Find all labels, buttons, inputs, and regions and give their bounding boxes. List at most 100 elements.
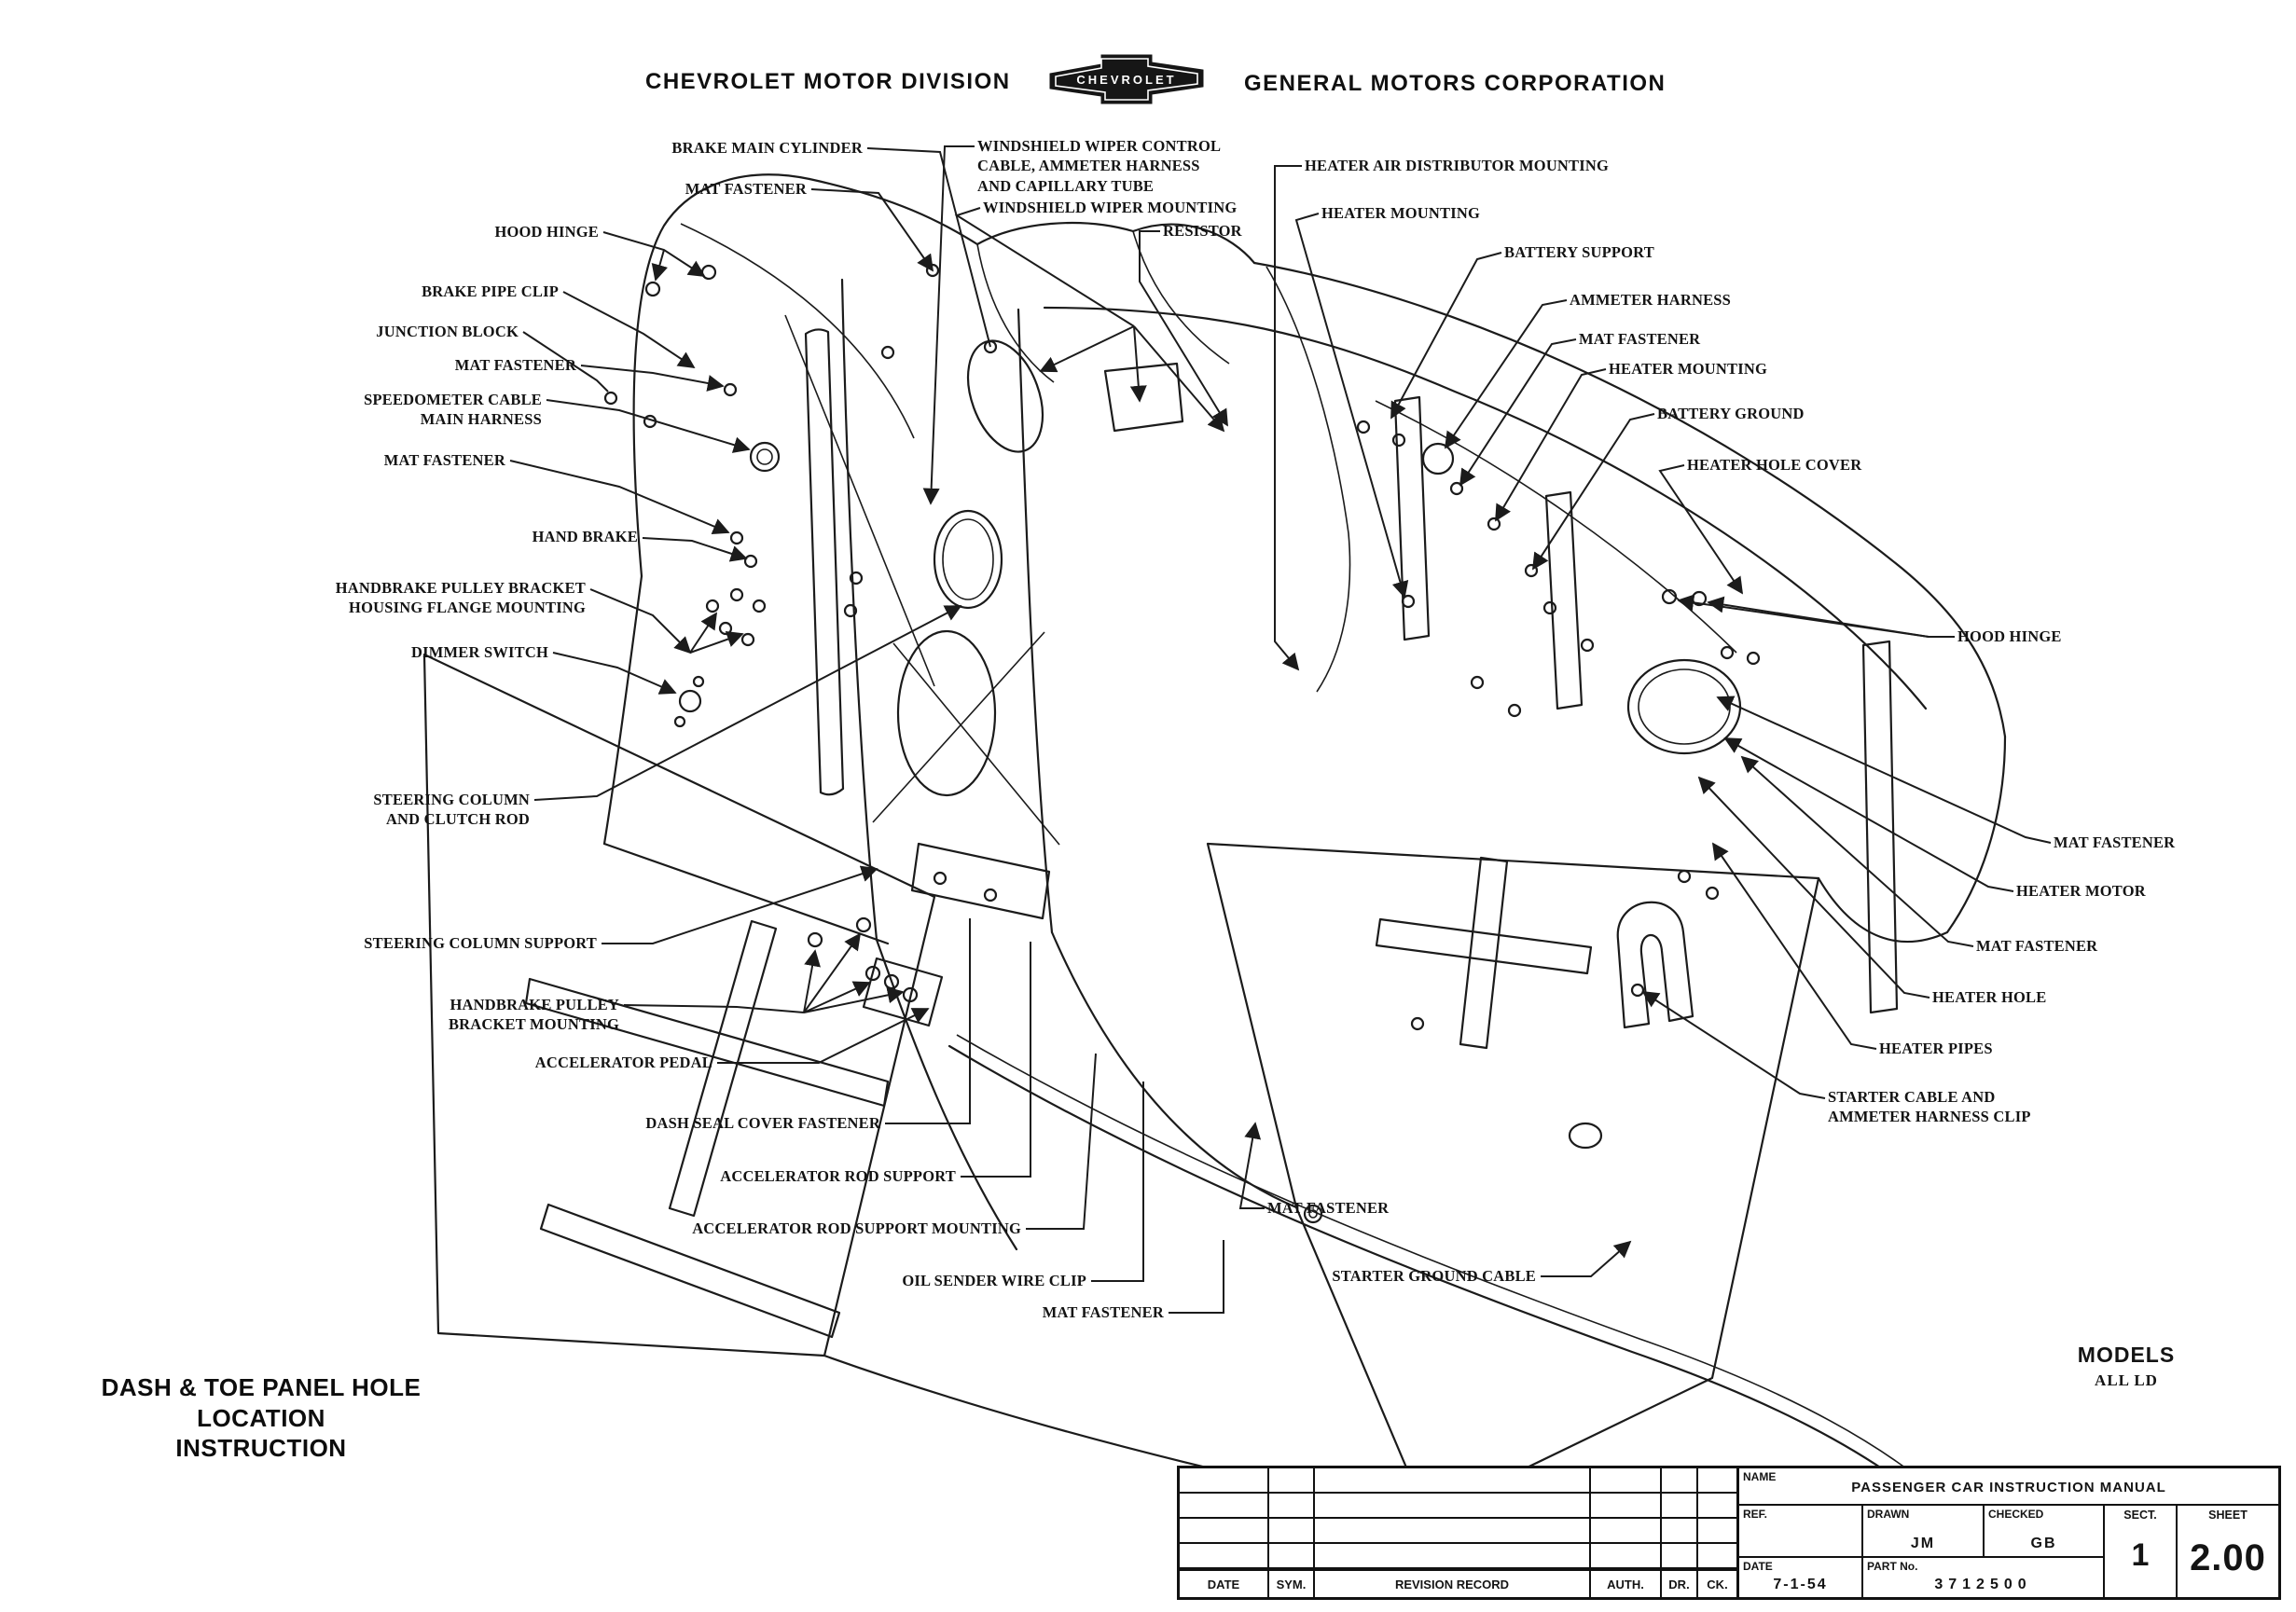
leader-line xyxy=(1658,464,1744,595)
drawing-title-line1: DASH & TOE PANEL HOLE LOCATION xyxy=(101,1373,422,1432)
sheet-value: 2.00 xyxy=(2190,1537,2266,1578)
right-toe-panel xyxy=(823,842,1820,1518)
callout-label: BRAKE PIPE CLIP xyxy=(422,282,559,300)
leader-line xyxy=(1697,776,1930,999)
resistor-plate xyxy=(1103,362,1184,433)
starter-ground-cable xyxy=(947,1034,1937,1505)
callout-label: JUNCTION BLOCK xyxy=(376,323,519,340)
rev-col-auth: AUTH. xyxy=(1591,1571,1662,1597)
callout-label: HOOD HINGE xyxy=(494,223,599,241)
rev-col-date: DATE xyxy=(1180,1571,1269,1597)
models-note: MODELS ALL LD xyxy=(2033,1343,2220,1390)
callout-label: AMMETER HARNESS xyxy=(1570,291,1732,309)
leader-line xyxy=(1026,1053,1097,1230)
callout-label: HEATER MOTOR xyxy=(2016,882,2146,900)
callout-label: STEERING COLUMN SUPPORT xyxy=(364,934,597,952)
callout-label: HEATER PIPES xyxy=(1879,1040,1993,1057)
leader-line xyxy=(1459,338,1577,487)
leader-line xyxy=(1390,252,1502,420)
callout-label: HEATER MOUNTING xyxy=(1321,204,1480,222)
leader-line xyxy=(922,145,975,505)
callout-label: MAT FASTENER xyxy=(454,356,576,374)
rev-col-sym: SYM. xyxy=(1269,1571,1315,1597)
leader-line xyxy=(546,399,751,453)
callout-label: RESISTOR xyxy=(1163,222,1242,240)
leader-line xyxy=(1641,991,1826,1099)
callout-label: MAT FASTENER xyxy=(2054,834,2176,851)
callout-label: HEATER AIR DISTRIBUTOR MOUNTING xyxy=(1305,157,1610,174)
date-value: 7-1-54 xyxy=(1773,1577,1828,1592)
callout-label: BRAKE MAIN CYLINDER xyxy=(671,139,863,157)
callout-label: STARTER GROUND CABLE xyxy=(1332,1267,1536,1285)
bowtie-logo-text: CHEVROLET xyxy=(1076,73,1176,87)
leader-line xyxy=(509,460,730,535)
leader-line xyxy=(1711,842,1877,1050)
name-label: NAME xyxy=(1743,1470,1777,1483)
revision-empty-row xyxy=(1180,1494,1736,1519)
leader-lines xyxy=(509,145,2052,1314)
title-block-name-section: NAME PASSENGER CAR INSTRUCTION MANUAL RE… xyxy=(1739,1468,2278,1597)
callout-label: STARTER CABLE AND AMMETER HARNESS CLIP xyxy=(1828,1088,2031,1126)
drawn-value: JM xyxy=(1910,1536,1936,1551)
date-label: DATE xyxy=(1743,1560,1773,1573)
leader-line xyxy=(1294,213,1409,599)
callout-label: DASH SEAL COVER FASTENER xyxy=(645,1114,880,1132)
callout-label: HEATER HOLE xyxy=(1932,988,2047,1006)
leader-line xyxy=(1091,1082,1144,1282)
leader-line xyxy=(562,291,696,368)
leader-line xyxy=(1740,755,1974,947)
leader-line xyxy=(533,605,962,801)
drawn-label: DRAWN xyxy=(1867,1508,1910,1521)
callout-label: WINDSHIELD WIPER CONTROL CABLE, AMMETER … xyxy=(977,137,1222,195)
callout-label: STEERING COLUMN AND CLUTCH ROD xyxy=(373,791,530,829)
callout-label: MAT FASTENER xyxy=(1042,1303,1164,1321)
leader-line xyxy=(1495,368,1607,522)
callout-label: ACCELERATOR ROD SUPPORT MOUNTING xyxy=(692,1219,1021,1237)
leader-line xyxy=(602,231,706,277)
leader-line xyxy=(1716,696,2052,844)
leader-line xyxy=(1139,230,1228,427)
checked-label: CHECKED xyxy=(1988,1508,2044,1521)
steering-column-support-bracket xyxy=(910,842,1051,920)
leader-line xyxy=(885,918,971,1124)
part-no-label: PART No. xyxy=(1867,1560,1918,1573)
steering-column-hole xyxy=(896,629,997,797)
callout-label: MAT FASTENER xyxy=(383,451,505,469)
models-value: ALL LD xyxy=(2095,1371,2158,1389)
checked-value: GB xyxy=(2030,1536,2057,1551)
callout-label: SPEEDOMETER CABLE MAIN HARNESS xyxy=(364,391,542,429)
sheet-label: SHEET xyxy=(2208,1509,2248,1522)
callout-label: HEATER HOLE COVER xyxy=(1687,456,1862,474)
leader-line xyxy=(961,942,1031,1178)
drawing-title: DASH & TOE PANEL HOLE LOCATION INSTRUCTI… xyxy=(37,1372,485,1464)
chevrolet-bowtie-logo: CHEVROLET xyxy=(1046,50,1207,113)
panel-holes xyxy=(603,263,1761,1031)
left-dash-face xyxy=(602,223,915,945)
callout-label: MAT FASTENER xyxy=(685,180,807,198)
leader-line xyxy=(580,365,725,392)
callout-label: HOOD HINGE xyxy=(1957,627,2062,645)
callout-label: HEATER MOUNTING xyxy=(1609,360,1767,378)
leader-line xyxy=(717,1008,930,1064)
models-heading: MODELS xyxy=(2077,1343,2176,1367)
rev-col-dr: DR. xyxy=(1662,1571,1698,1597)
leader-line xyxy=(810,188,934,272)
callout-label: BATTERY GROUND xyxy=(1657,405,1805,422)
drawing-title-line2: INSTRUCTION xyxy=(175,1434,347,1462)
leader-line xyxy=(1238,1122,1265,1209)
ammeter-harness-grommet xyxy=(1421,442,1455,475)
part-no-value: 3712500 xyxy=(1934,1577,2032,1592)
manual-name: PASSENGER CAR INSTRUCTION MANUAL xyxy=(1851,1480,2166,1495)
sect-label: SECT. xyxy=(2123,1509,2157,1522)
leader-line xyxy=(623,1004,805,1013)
leader-line xyxy=(866,147,991,348)
leader-line xyxy=(642,537,748,562)
leader-line xyxy=(602,865,878,944)
callout-label: BATTERY SUPPORT xyxy=(1504,243,1654,261)
header-corporation: GENERAL MOTORS CORPORATION xyxy=(1244,71,1667,96)
callout-label: MAT FASTENER xyxy=(1267,1199,1390,1217)
heater-area xyxy=(1393,395,1899,1014)
title-block: DATE SYM. REVISION RECORD AUTH. DR. CK. … xyxy=(1177,1466,2281,1600)
callout-label: MAT FASTENER xyxy=(1976,937,2098,955)
